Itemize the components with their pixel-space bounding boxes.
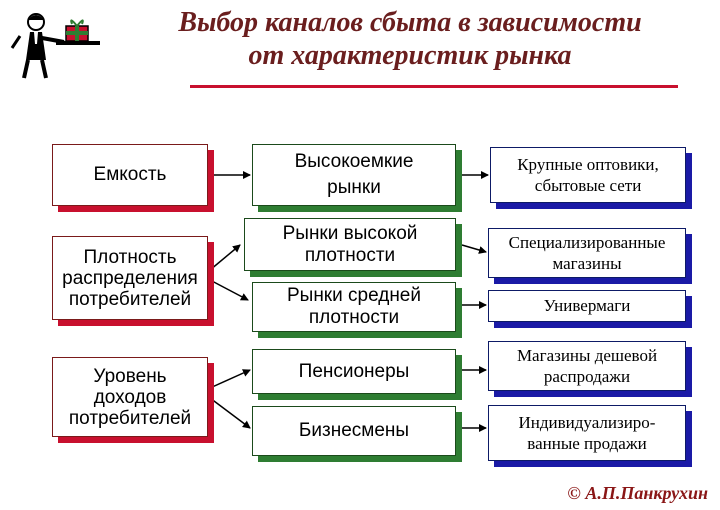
factor-label: Плотность распределения потребителей [53,247,207,310]
channel-label: Крупные оптовики, сбытовые сети [505,154,671,196]
channel-box-individual-sales: Индивидуализиро-ванные продажи [488,405,686,461]
factor-label: Уровень доходов потребителей [63,366,197,429]
channel-box-discount-stores: Магазины дешевой распродажи [488,341,686,391]
factor-box-income: Уровень доходов потребителей [52,357,208,437]
factor-box-density: Плотность распределения потребителей [52,236,208,320]
market-label: Пенсионеры [299,361,410,383]
arrow-high-density-to-specialized [462,245,486,252]
market-box-high-capacity: Высокоемкие рынки [252,144,456,206]
market-box-high-density: Рынки высокой плотности [244,218,456,271]
factor-box-capacity: Емкость [52,144,208,206]
market-label: Высокоемкие рынки [283,149,425,201]
channel-box-specialized: Специализированные магазины [488,228,686,278]
arrow-density-to-high-density [210,245,240,270]
market-label: Бизнесмены [299,420,409,442]
market-box-businessmen: Бизнесмены [252,406,456,456]
channel-label: Универмаги [544,296,631,316]
channel-box-department-stores: Универмаги [488,290,686,322]
copyright-note: © А.П.Панкрухин [567,483,708,504]
market-box-pensioners: Пенсионеры [252,349,456,394]
market-label: Рынки высокой плотности [245,223,455,267]
market-label: Рынки средней плотности [263,285,445,329]
channel-box-wholesalers: Крупные оптовики, сбытовые сети [490,147,686,203]
arrow-income-to-pensioners [210,370,250,388]
arrow-density-to-mid-density [210,280,248,300]
arrow-income-to-businessmen [210,398,250,428]
channel-label: Индивидуализиро-ванные продажи [501,412,673,454]
factor-label: Емкость [94,164,167,186]
channel-label: Магазины дешевой распродажи [507,345,667,387]
market-box-mid-density: Рынки средней плотности [252,282,456,332]
channel-label: Специализированные магазины [493,232,681,274]
